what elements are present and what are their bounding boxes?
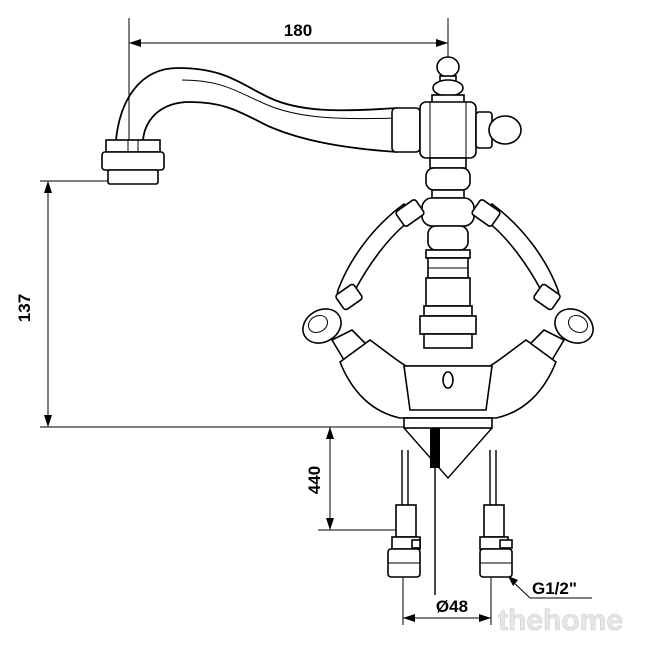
thread-label: G1/2": [532, 579, 577, 598]
spout-height-label: 137: [15, 294, 34, 322]
spout: [101, 67, 398, 185]
dimension-spout-reach: 180: [128, 18, 449, 150]
dimension-hose-length: 440: [305, 427, 400, 531]
left-handle: [302, 199, 425, 362]
thread-callout: G1/2": [508, 576, 592, 599]
center-column: [391, 56, 522, 349]
hole-diameter-label: Ø48: [436, 597, 468, 616]
valve-body: [339, 339, 557, 429]
supply-hoses: [387, 427, 513, 595]
watermark-logo: thehome: [498, 604, 623, 637]
dimension-spout-height: 137: [15, 180, 408, 428]
hose-length-label: 440: [305, 466, 324, 494]
spout-reach-label: 180: [284, 21, 312, 40]
right-handle: [471, 199, 594, 362]
